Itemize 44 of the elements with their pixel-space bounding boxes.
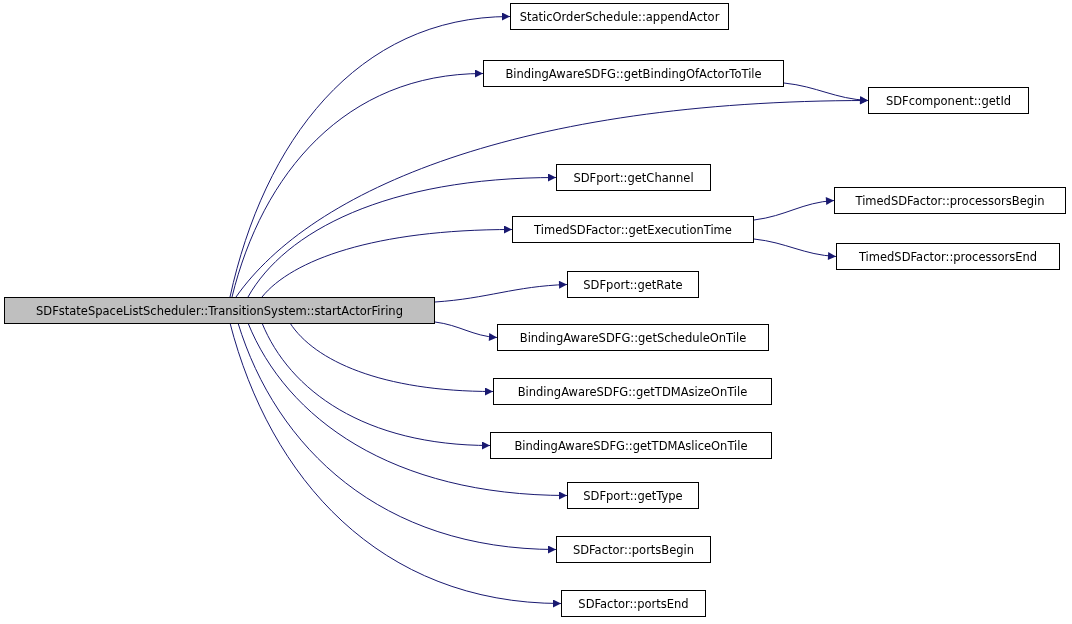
- function-box: [868, 87, 1029, 114]
- function-box: [556, 164, 711, 191]
- function-name: SDFactor::portsEnd: [578, 596, 689, 611]
- call-arrow: [229, 13, 511, 298]
- call-arrow: [753, 238, 837, 260]
- function-box: [4, 297, 435, 324]
- function-name: SDFstateSpaceListScheduler::TransitionSystem::startActorFiring: [36, 303, 403, 318]
- function-box: [483, 60, 784, 87]
- function-name: TimedSDFactor::processorsEnd: [858, 249, 1038, 264]
- call-arrow: [261, 225, 513, 298]
- function-box: [510, 3, 729, 30]
- call-arrow: [783, 82, 869, 104]
- call-arrow: [247, 173, 557, 298]
- function-name: BindingAwareSDFG::getBindingOfActorToTile: [505, 66, 762, 81]
- function-name: BindingAwareSDFG::getTDMAsliceOnTile: [514, 438, 748, 453]
- call-arrow: [261, 322, 491, 450]
- function-box: [512, 216, 754, 243]
- function-name: BindingAwareSDFG::getTDMAsizeOnTile: [517, 384, 748, 399]
- function-box: [834, 187, 1066, 214]
- function-box: [556, 536, 711, 563]
- function-name: SDFport::getRate: [583, 277, 683, 292]
- call-arrow: [434, 280, 568, 303]
- function-box: [490, 432, 772, 459]
- function-name: SDFactor::portsBegin: [572, 542, 695, 557]
- function-box: [836, 243, 1060, 270]
- call-arrow: [231, 70, 484, 298]
- function-box: [567, 271, 699, 298]
- function-name: TimedSDFactor::processorsBegin: [855, 193, 1045, 208]
- call-arrow: [247, 322, 568, 500]
- function-name: TimedSDFactor::getExecutionTime: [534, 222, 732, 237]
- function-box: [567, 482, 699, 509]
- call-arrow: [237, 322, 557, 554]
- function-name: SDFport::getType: [583, 488, 683, 503]
- function-name: SDFport::getChannel: [573, 170, 694, 185]
- function-name: StaticOrderSchedule::appendActor: [519, 9, 720, 24]
- call-arrow: [434, 321, 498, 341]
- function-name: SDFcomponent::getId: [885, 93, 1012, 108]
- call-arrow: [289, 322, 494, 396]
- call-arrow: [753, 197, 835, 221]
- function-box: [561, 590, 706, 617]
- function-box: [497, 324, 769, 351]
- call-arrow: [229, 322, 562, 608]
- function-box: [493, 378, 772, 405]
- function-name: BindingAwareSDFG::getScheduleOnTile: [519, 330, 747, 345]
